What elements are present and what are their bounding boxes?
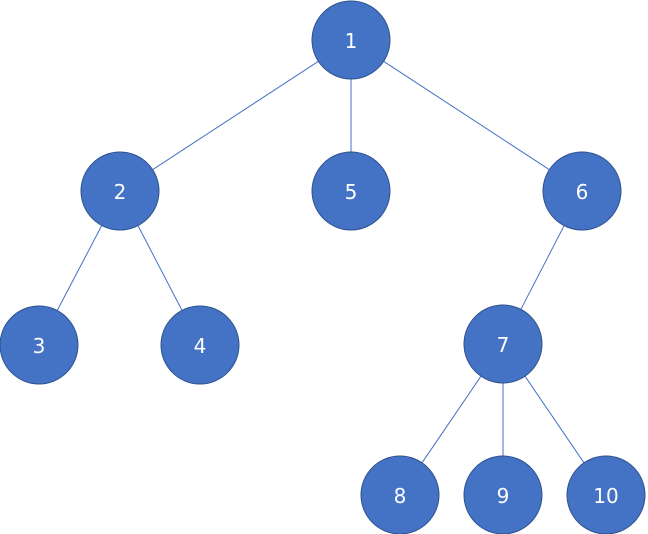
node-circle <box>463 455 543 534</box>
node-7: 7 <box>463 304 543 384</box>
edges-layer <box>56 60 585 464</box>
node-4: 4 <box>160 305 240 385</box>
node-circle <box>360 455 440 534</box>
node-label: 10 <box>593 484 618 508</box>
node-label: 9 <box>497 484 510 508</box>
node-label: 3 <box>33 334 46 358</box>
node-circle <box>542 151 622 231</box>
edge-2-3 <box>56 225 103 311</box>
node-circle <box>311 151 391 231</box>
node-label: 2 <box>114 180 127 204</box>
node-1: 1 <box>311 0 391 80</box>
node-label: 1 <box>345 29 358 53</box>
node-circle <box>566 455 646 534</box>
node-label: 4 <box>194 334 207 358</box>
edge-7-8 <box>421 375 482 464</box>
node-label: 8 <box>394 484 407 508</box>
edge-6-7 <box>520 225 565 310</box>
edge-7-10 <box>524 375 585 464</box>
node-3: 3 <box>0 305 79 385</box>
node-10: 10 <box>566 455 646 534</box>
node-circle <box>80 151 160 231</box>
node-circle <box>463 304 543 384</box>
node-label: 7 <box>497 333 510 357</box>
edge-1-2 <box>152 60 319 171</box>
edge-1-6 <box>383 60 550 171</box>
node-9: 9 <box>463 455 543 534</box>
edge-2-4 <box>137 225 183 311</box>
node-6: 6 <box>542 151 622 231</box>
node-2: 2 <box>80 151 160 231</box>
node-circle <box>0 305 79 385</box>
node-5: 5 <box>311 151 391 231</box>
node-label: 6 <box>576 180 589 204</box>
node-label: 5 <box>345 180 358 204</box>
node-circle <box>160 305 240 385</box>
node-8: 8 <box>360 455 440 534</box>
node-circle <box>311 0 391 80</box>
